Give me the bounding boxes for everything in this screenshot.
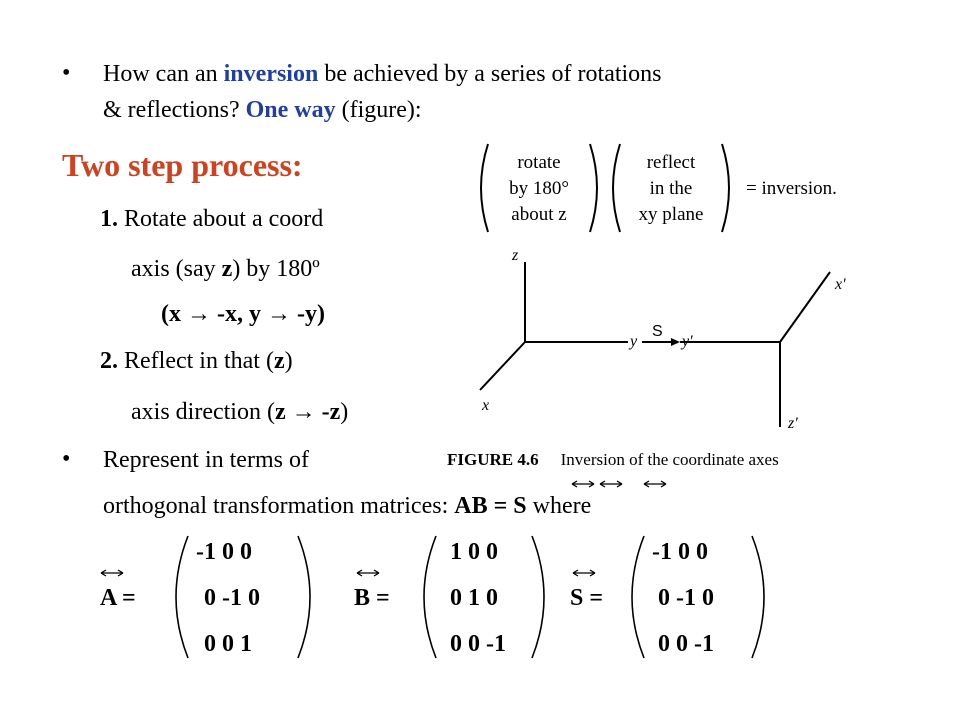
fig-box2-line2: in the: [650, 178, 693, 199]
text-fragment: be achieved by a series of rotations: [318, 61, 662, 87]
figure-caption-text: Inversion of the coordinate axes: [560, 450, 779, 469]
matrix-S-label: S =: [570, 585, 604, 611]
matrix-A-row: 0 0 1: [204, 631, 252, 657]
label-y: y: [628, 333, 638, 350]
overarrow-icon: [643, 480, 667, 488]
bullet1-line1: How can an inversion be achieved by a se…: [103, 60, 662, 88]
label-zprime: z': [787, 415, 798, 432]
step1-mapping: (x → -x, y → -y): [161, 301, 325, 327]
text-fragment: ) by 180º: [232, 256, 320, 282]
overarrow-icon: [571, 480, 595, 488]
text-fragment: ): [284, 348, 293, 374]
overarrow-S: [572, 569, 596, 577]
axis-xprime-line: [779, 271, 831, 343]
label-z: z: [511, 247, 519, 264]
step2-line1: 2. Reflect in that (z): [100, 347, 293, 375]
matrix-S-right-paren-icon: [751, 535, 765, 659]
step1-line1: 1. Rotate about a coord: [100, 205, 323, 233]
equation-overarrows: [571, 480, 667, 488]
label-x: x: [481, 397, 489, 414]
figure-equation: rotate by 180° about z reflect in the xy…: [480, 143, 837, 233]
matrix-equation: AB = S: [454, 493, 527, 519]
fig-box2-line3: xy plane: [639, 204, 704, 225]
matrix-A-row: 0 -1 0: [204, 585, 260, 611]
overarrow-A: [100, 569, 124, 577]
right-paren-icon: [589, 143, 598, 233]
matrix-S-row: -1 0 0: [652, 539, 708, 565]
matrix-B-row: 1 0 0: [450, 539, 498, 565]
bullet1-line2: & reflections? One way (figure):: [103, 96, 422, 124]
fig-box2-line1: reflect: [647, 152, 696, 173]
text-fragment: (figure):: [335, 97, 422, 123]
overarrow-icon: [100, 569, 124, 577]
axis-z-label: z: [273, 348, 285, 374]
keyword-inversion: inversion: [223, 61, 319, 87]
label-yprime: y': [680, 333, 693, 350]
axes-diagram: z y x y' x' z' S: [479, 247, 846, 432]
figure-number: FIGURE 4.6: [447, 450, 539, 469]
transform-arrowhead-icon: [671, 338, 680, 346]
matrix-S-row: 0 -1 0: [658, 585, 714, 611]
text-fragment: where: [526, 493, 592, 519]
matrix-B-right-paren-icon: [531, 535, 545, 659]
section-heading: Two step process:: [62, 147, 303, 183]
fig-box1-line2: by 180°: [509, 178, 569, 199]
matrix-B-left-paren-icon: [423, 535, 437, 659]
text-fragment: How can an: [103, 61, 224, 87]
matrix-B-row: 0 1 0: [450, 585, 498, 611]
step2-mapping: z → -z: [274, 399, 341, 425]
left-paren-icon: [480, 143, 489, 233]
label-xprime: x': [834, 276, 846, 293]
matrix-A-left-paren-icon: [175, 535, 189, 659]
overarrow-icon: [356, 569, 380, 577]
matrix-A-right-paren-icon: [297, 535, 311, 659]
matrix-brackets: [175, 535, 765, 659]
right-paren-icon: [721, 143, 730, 233]
keyword-one-way: One way: [245, 97, 336, 123]
overarrow-icon: [572, 569, 596, 577]
fig-box1-line3: about z: [511, 204, 566, 225]
matrix-B-row: 0 0 -1: [450, 631, 506, 657]
matrix-S-row: 0 0 -1: [658, 631, 714, 657]
text-fragment: axis direction (: [131, 399, 275, 425]
figure-caption: FIGURE 4.6 Inversion of the coordinate ax…: [447, 450, 779, 470]
axis-z-label: z: [221, 256, 233, 282]
text-fragment: ): [340, 399, 349, 425]
text-fragment: Rotate about a coord: [118, 206, 324, 232]
left-paren-icon: [612, 143, 621, 233]
step1-number: 1.: [100, 206, 118, 232]
overarrow-B: [356, 569, 380, 577]
text-fragment: orthogonal transformation matrices:: [103, 493, 455, 519]
fig-box1-line1: rotate: [517, 152, 560, 173]
matrix-A-row: -1 0 0: [196, 539, 252, 565]
matrix-B-label: B =: [354, 585, 390, 611]
axis-x-line: [479, 341, 526, 391]
step2-number: 2.: [100, 348, 118, 374]
matrix-A-label: A =: [100, 585, 136, 611]
bullet2-line2: orthogonal transformation matrices: AB =…: [103, 492, 591, 520]
fig-equals-inversion: = inversion.: [746, 178, 837, 199]
bullet2-line1: Represent in terms of: [103, 447, 309, 473]
step1-line2: axis (say z) by 180º: [131, 255, 320, 283]
bullet-marker: •: [62, 60, 71, 86]
step2-line2: axis direction (z → -z): [131, 398, 348, 426]
text-fragment: Reflect in that (: [118, 348, 274, 374]
bullet-marker: •: [62, 446, 71, 472]
text-fragment: axis (say: [131, 256, 222, 282]
text-fragment: & reflections?: [103, 97, 246, 123]
overarrow-icon: [599, 480, 623, 488]
matrix-S-left-paren-icon: [631, 535, 645, 659]
label-S: S: [652, 323, 663, 340]
